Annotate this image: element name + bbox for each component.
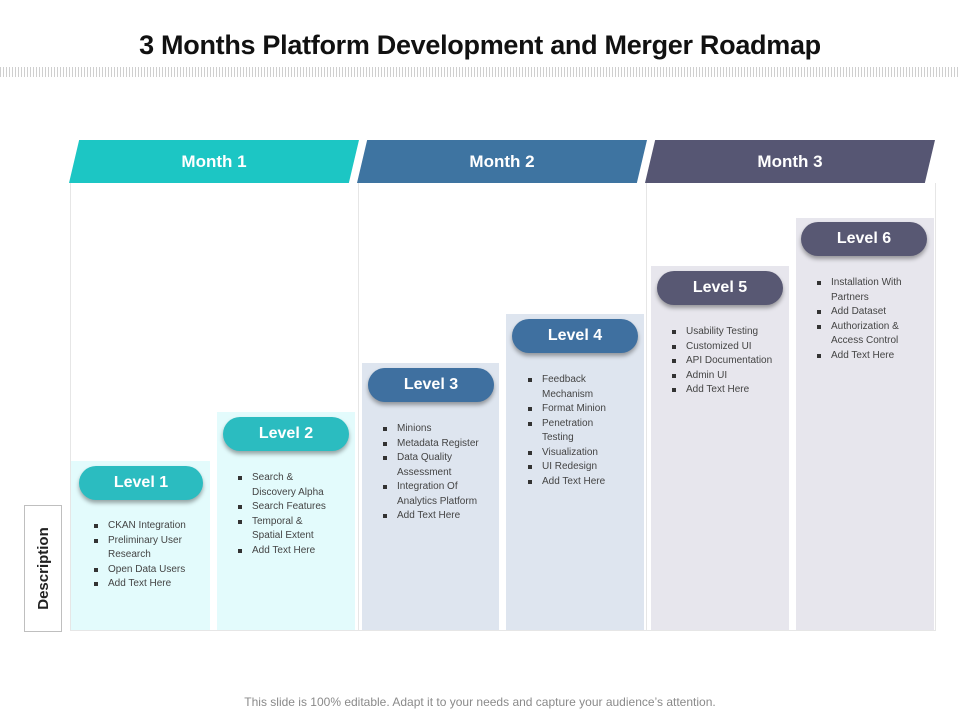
list-item: Add Text Here [524,475,624,490]
list-item: Usability Testing [668,325,783,340]
list-item: Feedback Mechanism [524,373,624,402]
list-item: Add Text Here [234,544,334,559]
level-1-list: CKAN Integration Preliminary User Resear… [90,519,195,592]
footer-note: This slide is 100% editable. Adapt it to… [244,695,716,709]
list-item: Search Features [234,500,334,515]
list-item: Integration Of Analytics Platform [379,480,485,509]
level-6-pill: Level 6 [801,222,927,256]
list-item: Add Text Here [379,509,485,524]
list-item: UI Redesign [524,460,624,475]
list-item: Minions [379,422,485,437]
list-item: Add Text Here [668,383,783,398]
level-2-pill: Level 2 [223,417,349,451]
level-4-pill: Level 4 [512,319,638,353]
list-item: Installation With Partners [813,276,918,305]
list-item: Temporal & Spatial Extent [234,515,334,544]
title-divider [0,67,960,77]
list-item: Add Text Here [813,349,918,364]
list-item: Visualization [524,446,624,461]
list-item: Penetration Testing [524,417,624,446]
description-label: Description [34,527,52,610]
level-3-pill: Level 3 [368,368,494,402]
level-6-list: Installation With Partners Add Dataset A… [813,276,918,363]
list-item: Customized UI [668,340,783,355]
level-5-column [651,266,789,630]
level-3-column [362,363,499,630]
month-3-banner: Month 3 [645,140,935,183]
level-6-column [796,218,934,630]
list-item: CKAN Integration [90,519,195,534]
list-item: Metadata Register [379,437,485,452]
list-item: Open Data Users [90,563,195,578]
list-item: API Documentation [668,354,783,369]
month-3-frame [646,183,936,631]
level-3-list: Minions Metadata Register Data Quality A… [379,422,485,524]
list-item: Admin UI [668,369,783,384]
list-item: Format Minion [524,402,624,417]
level-5-pill: Level 5 [657,271,783,305]
page-title: 3 Months Platform Development and Merger… [139,30,821,60]
level-4-list: Feedback Mechanism Format Minion Penetra… [524,373,624,489]
list-item: Search & Discovery Alpha [234,471,334,500]
list-item: Data Quality Assessment [379,451,485,480]
level-1-pill: Level 1 [79,466,203,500]
month-2-banner: Month 2 [357,140,647,183]
month-1-banner: Month 1 [69,140,359,183]
list-item: Preliminary User Research [90,534,195,563]
level-2-list: Search & Discovery Alpha Search Features… [234,471,334,558]
list-item: Add Text Here [90,577,195,592]
list-item: Add Dataset [813,305,918,320]
description-label-box: Description [24,505,62,632]
level-5-list: Usability Testing Customized UI API Docu… [668,325,783,398]
level-4-column [506,314,644,630]
list-item: Authorization & Access Control [813,320,918,349]
